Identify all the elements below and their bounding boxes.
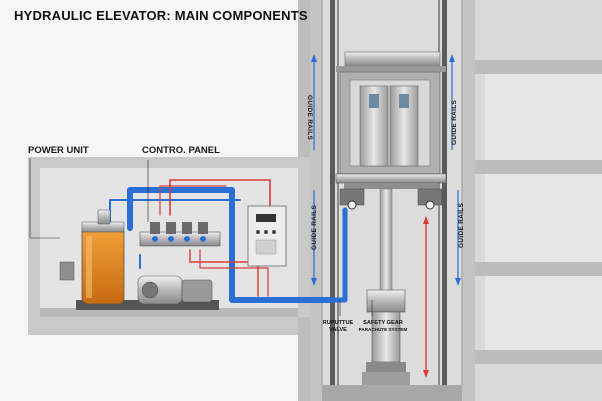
label-control-panel: CONTRO. PANEL — [142, 145, 220, 156]
label-guide-rails-upper-left: GUIDE RAILS — [306, 95, 313, 141]
motion-arrows — [311, 54, 461, 378]
label-guide-rails-lower-left: GUIDE RAILS — [311, 204, 318, 250]
elevator-car — [335, 51, 447, 210]
label-guide-rails-upper-right: GUIDE RAILS — [451, 99, 458, 145]
valve-block — [139, 222, 221, 247]
control-panel-box — [247, 205, 287, 267]
label-guide-rails-lower-right: GUIDE RAILS — [458, 202, 465, 248]
label-safety-gear: SAFETY GEAR PARACHUTE SYSTEM — [358, 320, 408, 332]
page-title: HYDRAULIC ELEVATOR: MAIN COMPONENTS — [14, 8, 308, 23]
power-unit — [59, 209, 219, 310]
label-rupture-valve: RUPUTTUE VALVE — [322, 320, 354, 333]
label-power-unit: POWER UNIT — [28, 145, 89, 156]
hydraulic-jack — [362, 188, 410, 385]
callout-leaders — [29, 158, 373, 316]
